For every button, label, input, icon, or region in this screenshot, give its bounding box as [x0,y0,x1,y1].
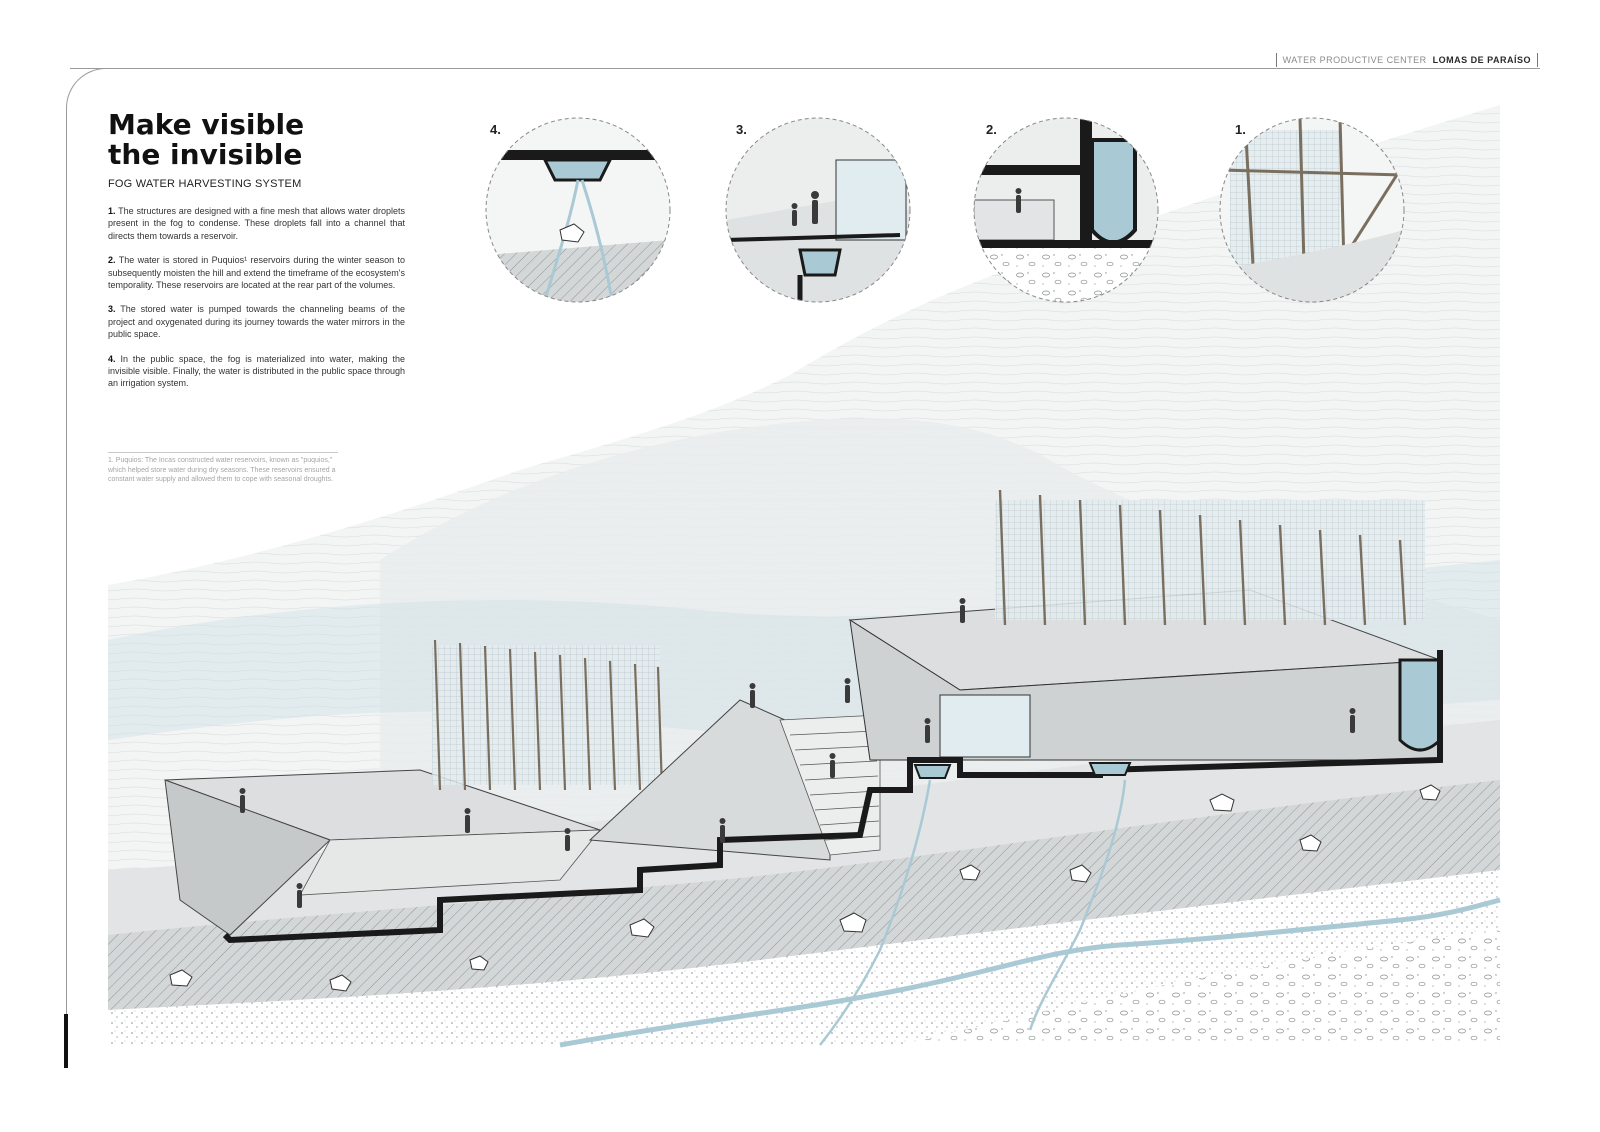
header-separator [1275,53,1277,67]
detail-circle-outline [1219,117,1405,303]
step-text: The structures are designed with a fine … [108,206,406,241]
step-number: 4. [108,353,116,364]
detail-circle-4 [486,118,670,302]
irrigation-line [819,779,932,1046]
step-number: 2. [108,255,116,266]
irrigation-line [1028,779,1127,1031]
step-item: 1. The structures are designed with a fi… [108,205,405,242]
header-site: LOMAS DE PARAÍSO [1432,55,1531,65]
rocks [169,784,1441,992]
left-fog-mesh [432,639,664,791]
central-stairs [779,714,881,856]
right-reservoir [1398,658,1442,752]
ground-pebbles [900,930,1500,1045]
step-text: In the public space, the fog is material… [108,353,405,389]
left-building-ramp [299,829,601,896]
detail-circle-outline [485,117,671,303]
step-text: The stored water is pumped towards the c… [108,304,405,340]
step-number: 3. [108,304,116,315]
header-project: WATER PRODUCTIVE CENTER [1282,55,1427,65]
detail-circle-3 [726,118,910,302]
people [239,598,1356,908]
frame-top-line [70,68,1540,69]
ground-hatch [108,780,1500,1010]
footnote: 1. Puquios: The Incas constructed water … [108,452,338,485]
left-building-wall [164,779,331,936]
detail-label-2: 2. [986,122,997,137]
title-line-1: Make visible [108,108,305,141]
step-item: 2. The water is stored in Puquios¹ reser… [108,254,405,291]
right-fog-mesh [995,489,1425,626]
detail-label-3: 3. [736,122,747,137]
water-stream [559,897,1501,1048]
header-separator [1537,53,1538,67]
detail-circle-1 [1220,118,1404,302]
title-line-2: the invisible [108,138,303,171]
right-building-glazing [939,694,1031,758]
step-text: The water is stored in Puquios¹ reservoi… [108,255,405,291]
frame-accent-bar [64,1014,68,1068]
detail-label-1: 1. [1235,122,1246,137]
frame-left-line [66,106,67,1016]
page-subtitle: FOG WATER HARVESTING SYSTEM [108,178,302,190]
step-number: 1. [108,206,116,216]
channel-beam [913,764,952,779]
detail-circle-2 [974,118,1158,302]
project-header: WATER PRODUCTIVE CENTER LOMAS DE PARAÍSO [1275,53,1538,67]
step-item: 3. The stored water is pumped towards th… [108,303,405,340]
detail-label-4: 4. [490,122,501,137]
step-item: 4. In the public space, the fog is mater… [108,353,405,390]
detail-circle-outline [973,117,1159,303]
page-title: Make visible the invisible [108,110,304,170]
steps-list: 1. The structures are designed with a fi… [108,205,405,402]
channel-beam [1088,762,1132,776]
detail-circle-outline [725,117,911,303]
